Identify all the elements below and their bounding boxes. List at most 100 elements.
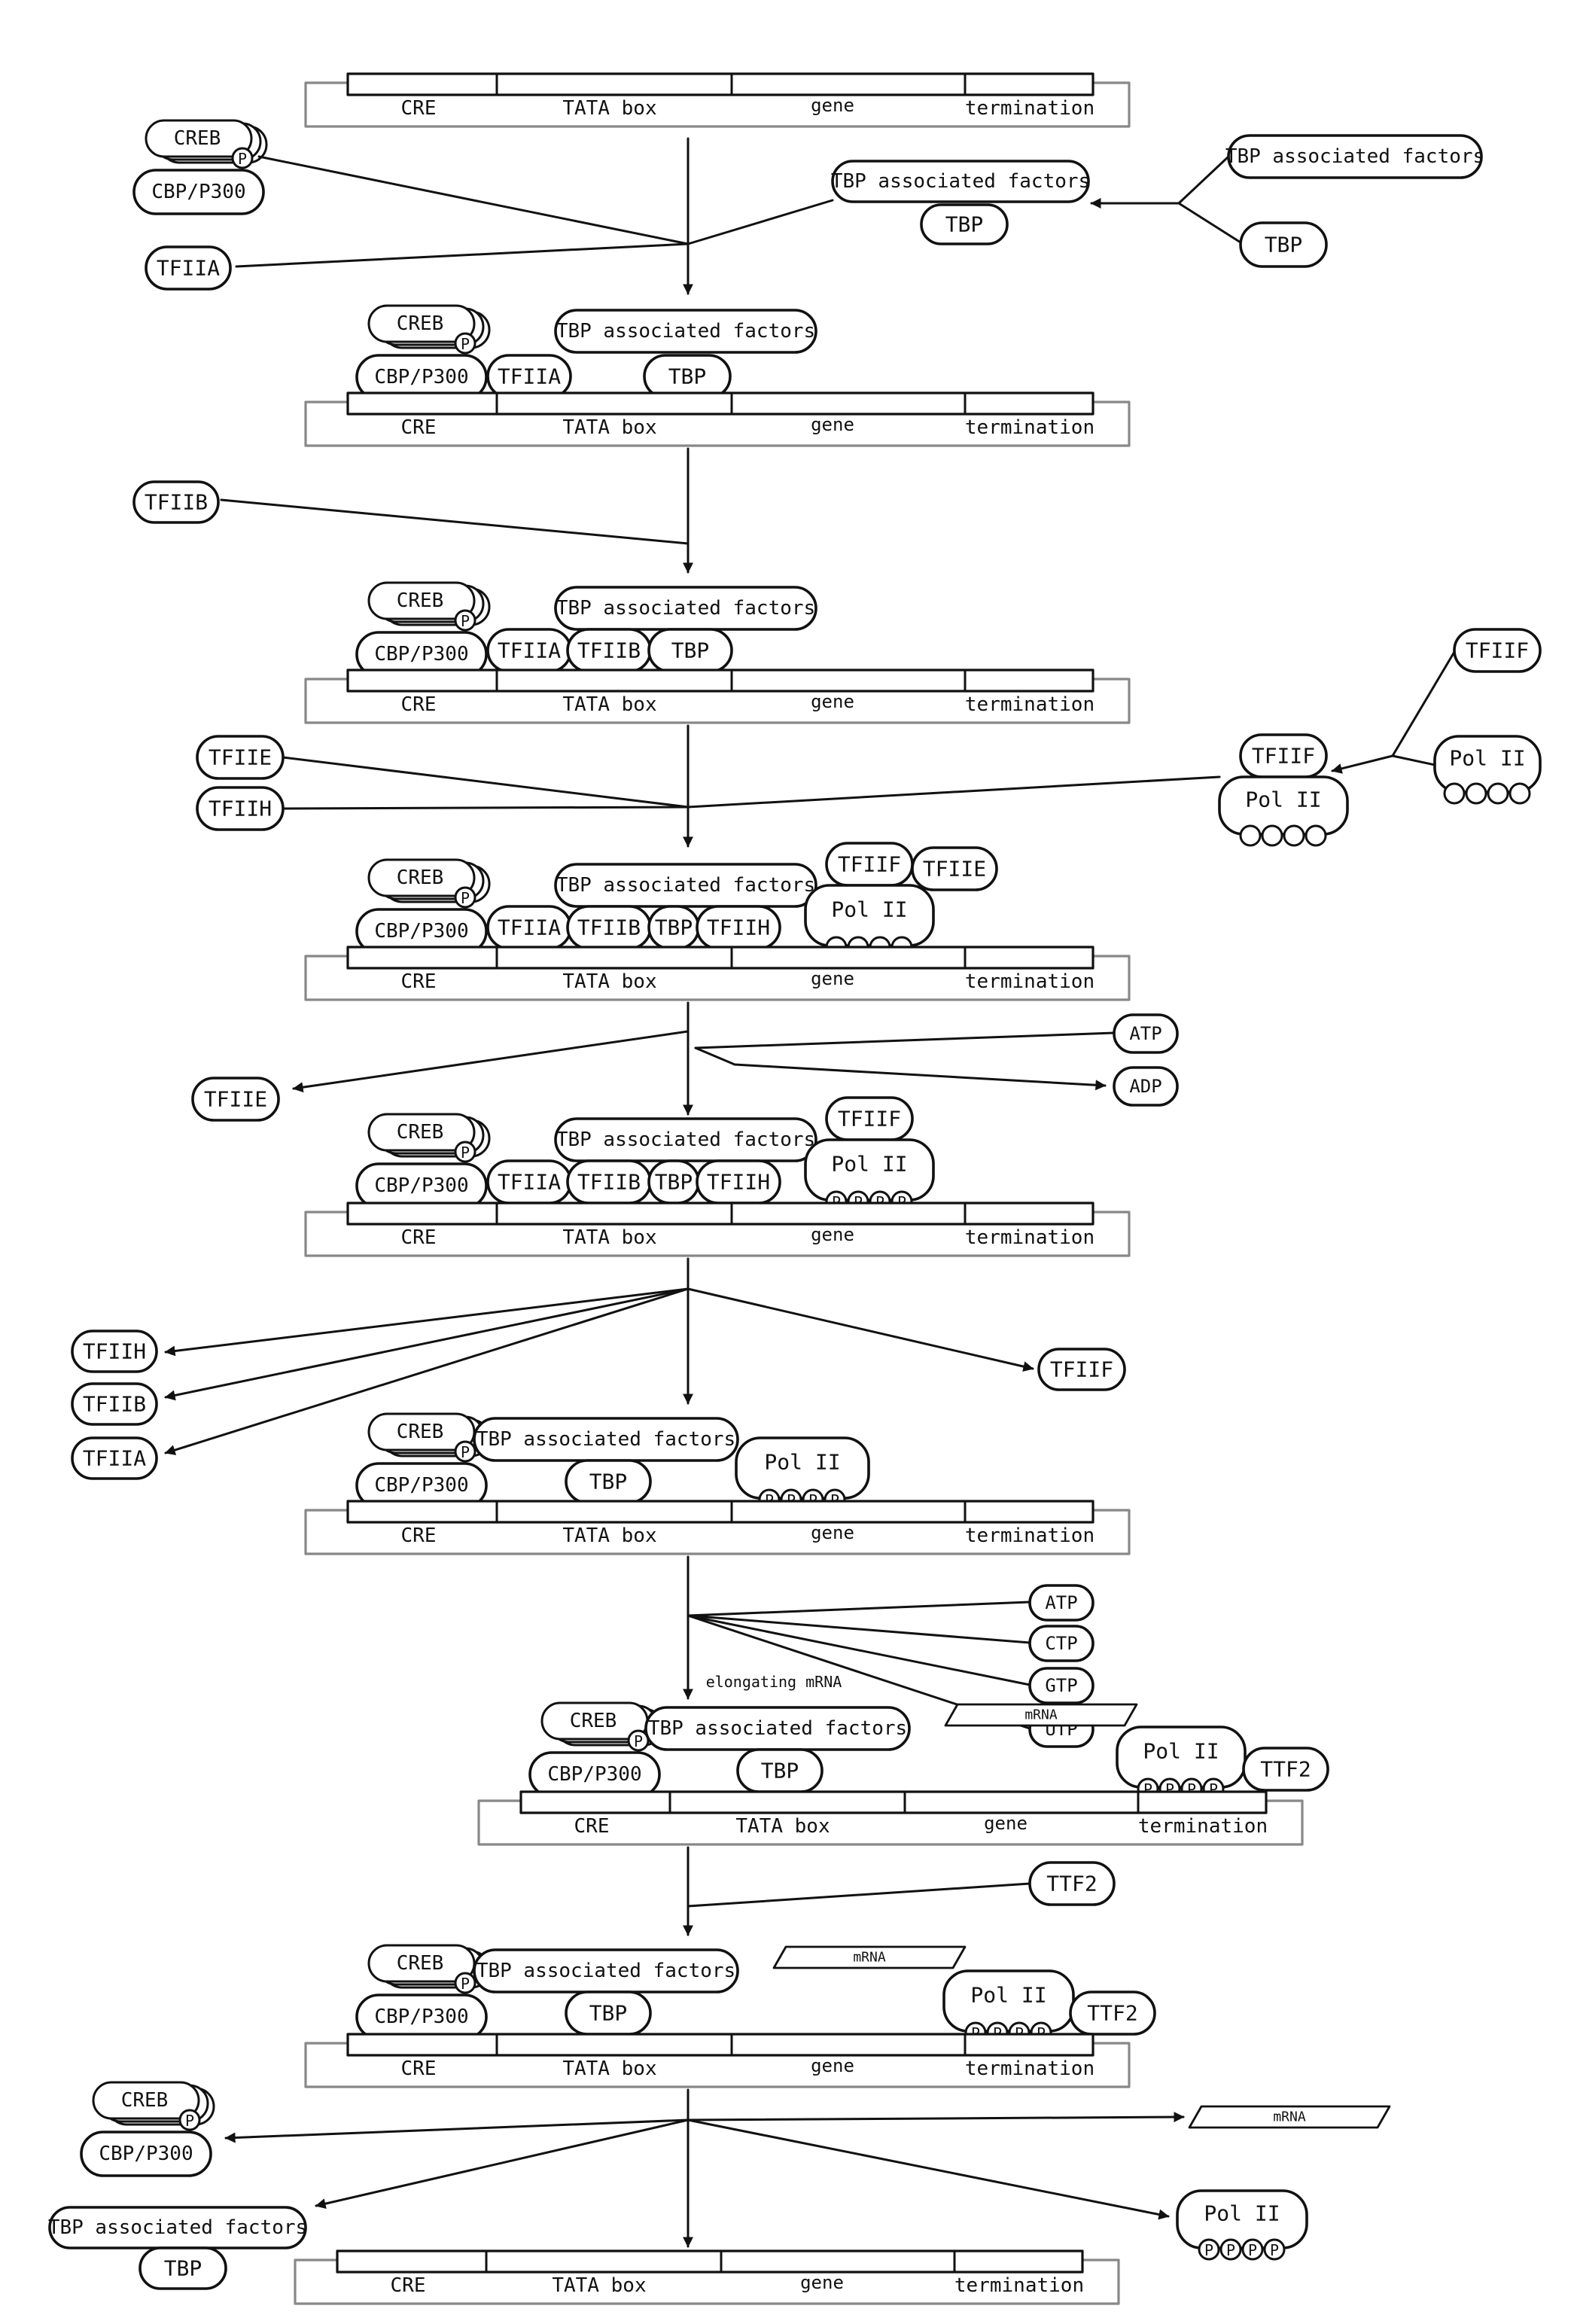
- dna-2-cre: CRE: [401, 416, 437, 439]
- phosphate-label: P: [238, 150, 247, 168]
- tf2f-join: [1391, 650, 1456, 757]
- released-mrna: [1188, 2105, 1391, 2129]
- dna-6-gene: gene: [811, 1522, 854, 1543]
- released-taf-label: TBP associated factors: [48, 2216, 307, 2239]
- tf2e-release: [292, 1030, 690, 1093]
- stage7-cbp-label: CBP/P300: [547, 1763, 641, 1786]
- ctd-circle: [1487, 782, 1509, 805]
- stage6-pol2-label: Pol II: [764, 1450, 840, 1475]
- stage7-pol2-label: Pol II: [1143, 1739, 1219, 1764]
- released-tbp: [139, 2246, 227, 2290]
- dna-6-cre: CRE: [401, 1524, 437, 1547]
- dna-7-termination: termination: [1138, 1815, 1268, 1838]
- stage4-cbp-label: CBP/P300: [374, 920, 468, 943]
- dna-5-gene: gene: [811, 1224, 854, 1245]
- stage5-cbp-label: CBP/P300: [374, 1174, 468, 1197]
- ctd-circle: [1443, 782, 1466, 805]
- dna-2-tata: TATA box: [562, 416, 656, 439]
- atp-in: [694, 1031, 1116, 1049]
- stage3-tf2f-label: TFIIF: [1252, 744, 1315, 769]
- phosphate-label: P: [1248, 2241, 1257, 2259]
- stage2-taf-label: TBP associated factors: [556, 320, 815, 343]
- released-mrna-label: mRNA: [1273, 2109, 1306, 2125]
- dna-8-cre: CRE: [401, 2057, 437, 2080]
- stage5-tbp-label: TBP: [655, 1170, 693, 1195]
- dna-5-termination: termination: [965, 1226, 1094, 1249]
- dna-5-tata: TATA box: [562, 1226, 656, 1249]
- stage7-tbp-label: TBP: [761, 1759, 799, 1783]
- stage3-tf2b-label: TFIIB: [577, 638, 641, 663]
- released-tf2a: [71, 1436, 158, 1480]
- released-tf2a-label: TFIIA: [83, 1446, 146, 1471]
- released-pol2-label: Pol II: [1204, 2201, 1280, 2226]
- stage8-ttf2-label: TTF2: [1087, 2001, 1137, 2026]
- free-taf-label: TBP associated factors: [1225, 145, 1484, 168]
- phosphate-label: P: [461, 889, 470, 907]
- ttf2-to-node: [687, 1882, 1031, 1908]
- stage8-ttf2: [1069, 1990, 1156, 2036]
- stage4-taf: [554, 863, 817, 908]
- dna-4-cre: CRE: [401, 970, 437, 993]
- stage2-creb: [367, 304, 476, 343]
- elongating-mrna-strand-label: mRNA: [1024, 1707, 1058, 1723]
- dna-1-strand: [346, 72, 1094, 96]
- stage2-taf: [554, 309, 817, 354]
- stage1-tbp-label: TBP: [945, 212, 984, 237]
- taf-join: [1177, 155, 1230, 205]
- pol-complex-arrow: [1331, 754, 1394, 774]
- released-tbp-label: TBP: [164, 2256, 202, 2281]
- stage6-creb-phosphate: [454, 1440, 476, 1463]
- released-tf2b-label: TFIIB: [83, 1392, 146, 1417]
- released-pol2-ctd-p: [1219, 2238, 1242, 2261]
- stage8-taf-label: TBP associated factors: [476, 1960, 735, 1982]
- dna-3-termination: termination: [965, 693, 1094, 716]
- released-pol2-ctd-p: [1263, 2238, 1286, 2261]
- released-pol2-ctd-p: [1241, 2238, 1264, 2261]
- dna-7-strand: [519, 1790, 1268, 1814]
- stage2-tf2b: [132, 480, 220, 524]
- stage5-creb-label: CREB: [397, 1121, 444, 1144]
- stage3-tf2e-label: TFIIE: [209, 745, 272, 770]
- tf2b-to-node: [220, 498, 690, 545]
- ctd-circle: [1305, 824, 1327, 847]
- stage4-tf2b-label: TFIIB: [577, 915, 641, 940]
- dna-final-tata: TATA box: [552, 2274, 646, 2297]
- stage7-ttf2-label: TTF2: [1260, 1757, 1311, 1782]
- stage1-tbp: [920, 203, 1009, 245]
- tf2h-to-node: [282, 806, 690, 810]
- stage5-tf2b-label: TFIIB: [577, 1170, 641, 1195]
- free-tbp-label: TBP: [1265, 233, 1303, 257]
- stage8-pol2-label: Pol II: [970, 1983, 1046, 2008]
- dna-7-cre: CRE: [574, 1815, 610, 1838]
- pol-join: [1391, 754, 1436, 766]
- stage4-creb: [367, 858, 476, 897]
- dna-4-strand: [346, 946, 1094, 970]
- dna-8-termination: termination: [965, 2057, 1094, 2080]
- pol-to-node: [687, 775, 1221, 809]
- stage5-creb-phosphate: [454, 1141, 476, 1163]
- stage7-ttf2: [1242, 1747, 1329, 1792]
- stage6-atp-label: ATP: [1045, 1592, 1077, 1613]
- phosphate-label: P: [1204, 2241, 1213, 2259]
- stage4-adp-label: ADP: [1129, 1076, 1161, 1097]
- dna-4-tata: TATA box: [562, 970, 656, 993]
- stage1-taf-label: TBP associated factors: [831, 170, 1090, 193]
- stage8-creb-label: CREB: [397, 1952, 444, 1975]
- phosphate-label: P: [1270, 2241, 1279, 2259]
- released-tf2e-label: TFIIE: [204, 1087, 267, 1112]
- ctp-in-6: [687, 1614, 1031, 1644]
- ctd-circle: [1239, 824, 1262, 847]
- stage2-creb-label: CREB: [397, 312, 444, 335]
- stage1-taf: [831, 160, 1090, 203]
- dna-3-tata: TATA box: [562, 693, 656, 716]
- stage3-taf-label: TBP associated factors: [556, 597, 815, 620]
- free-pol2-label: Pol II: [1449, 746, 1525, 771]
- stage4-tf2e-label: TFIIE: [923, 857, 986, 882]
- released-creb: [92, 2081, 200, 2120]
- stage4-tf2e: [911, 846, 998, 891]
- released-tf2f: [1037, 1348, 1126, 1391]
- dna-2-gene: gene: [811, 414, 854, 435]
- released-tf2h: [71, 1330, 158, 1373]
- released-creb-label: CREB: [121, 2089, 169, 2112]
